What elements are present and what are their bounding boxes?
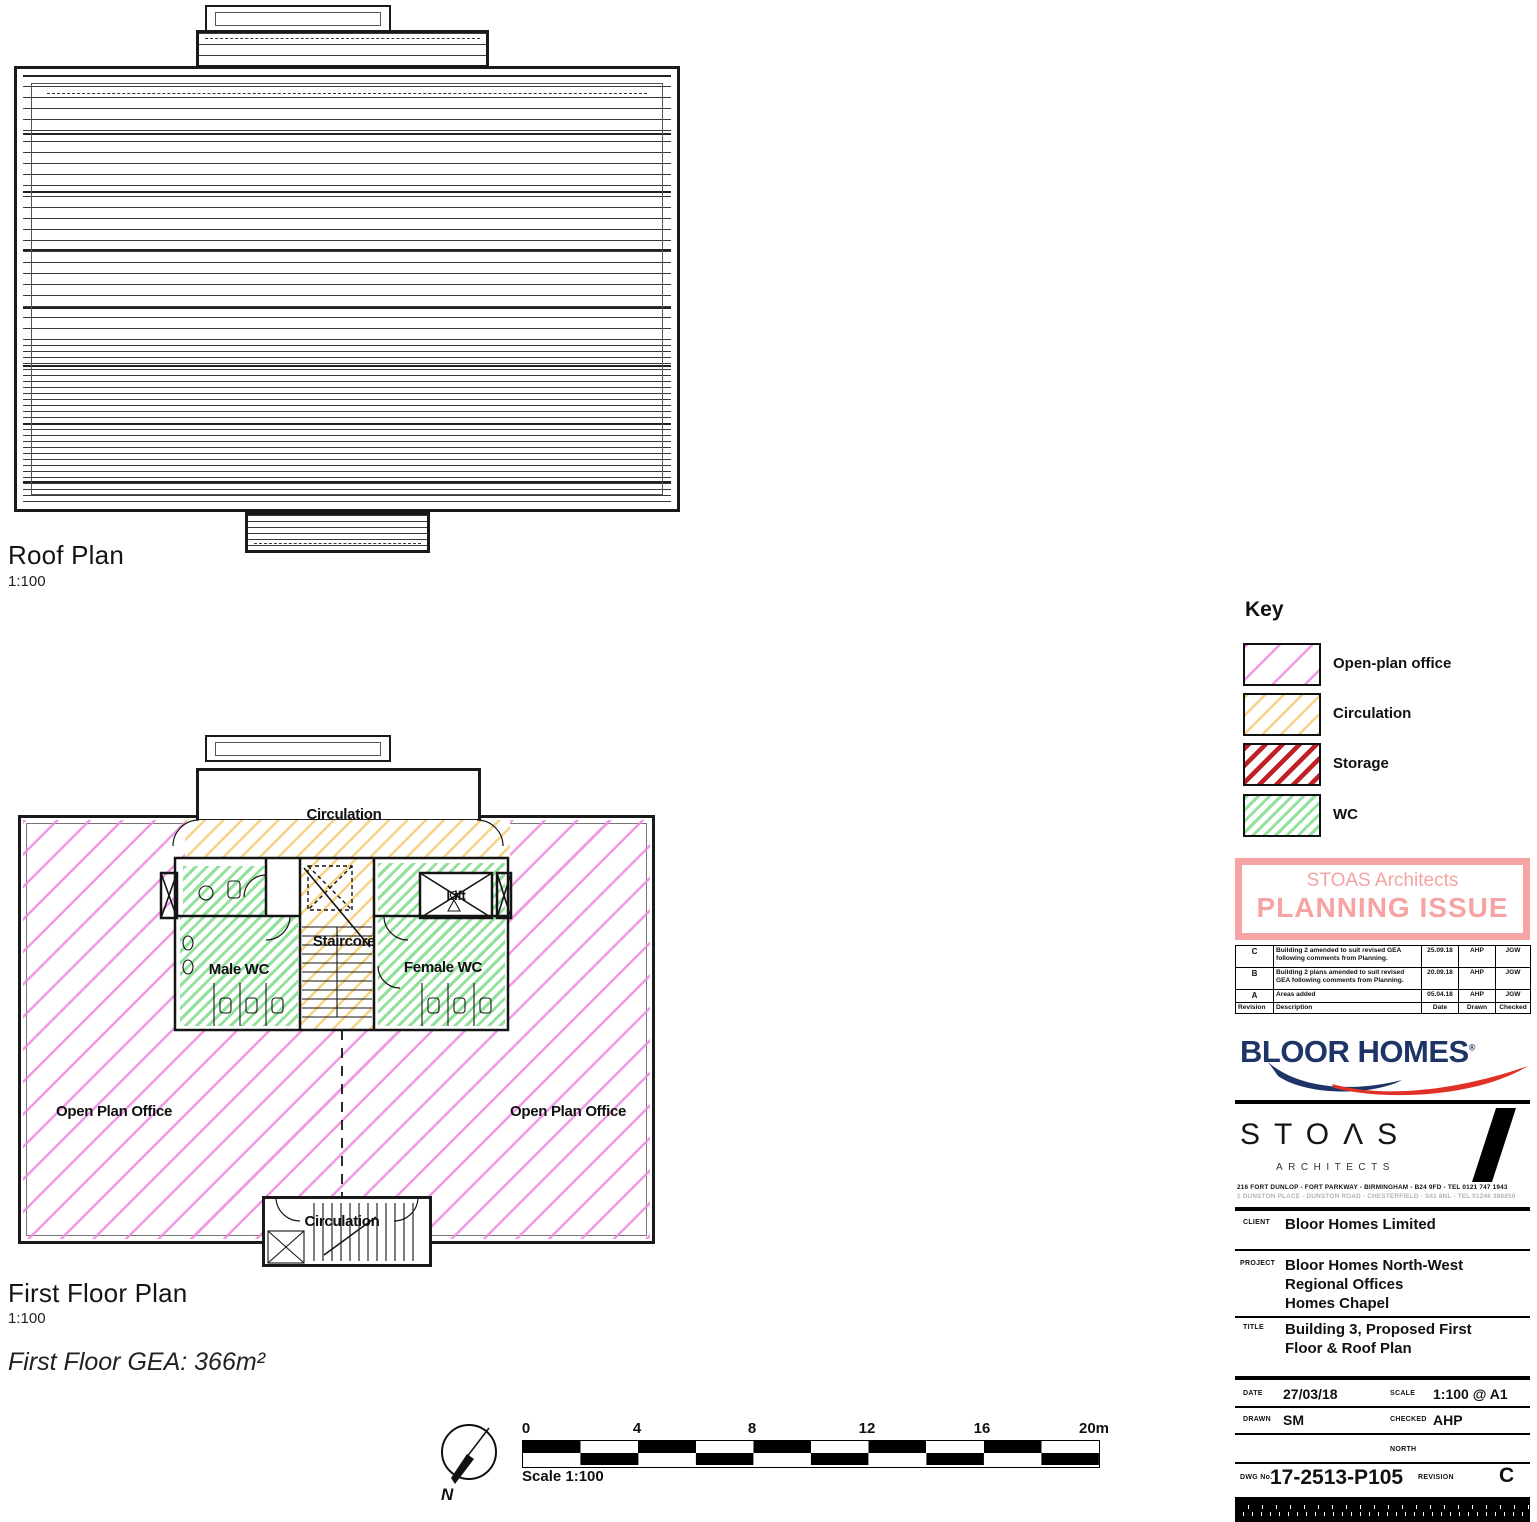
roof-tiling-heavy-lines xyxy=(23,75,671,503)
checked-label: CHECKED xyxy=(1390,1416,1427,1423)
revision-table: C Building 2 amended to suit revised GEA… xyxy=(1235,945,1531,1015)
fine-print-strip xyxy=(1235,1497,1530,1522)
divider xyxy=(1235,1249,1530,1251)
client-value: Bloor Homes Limited xyxy=(1285,1216,1436,1233)
roof-chimney-outline xyxy=(205,5,391,32)
registered-mark: ® xyxy=(1468,1042,1476,1053)
scale-tick: 20m xyxy=(1078,1420,1110,1437)
bloor-homes-wordmark: BLOOR HOMES xyxy=(1240,1034,1469,1069)
label-lift: Lift xyxy=(446,888,466,903)
stoas-slash xyxy=(1471,1108,1517,1182)
project-line-1: Bloor Homes North-West xyxy=(1285,1257,1464,1274)
revision-row: B Building 2 plans amended to suit revis… xyxy=(1235,967,1531,990)
scale-tick: 12 xyxy=(858,1420,876,1437)
label-circulation-bottom: Circulation xyxy=(304,1213,380,1230)
dwg-label: DWG No. xyxy=(1240,1474,1273,1481)
revision-value: C xyxy=(1499,1464,1515,1487)
bloor-homes-swoosh xyxy=(1268,1062,1528,1096)
first-floor-gea-note: First Floor GEA: 366m² xyxy=(8,1348,265,1376)
client-label: CLIENT xyxy=(1243,1219,1271,1226)
roof-dashed-gutter xyxy=(47,93,647,94)
divider xyxy=(1235,1462,1530,1464)
roof-plan-scale: 1:100 xyxy=(8,573,46,590)
title-line-1: Building 3, Proposed First xyxy=(1285,1321,1472,1338)
ffp-bottom-protrusion xyxy=(262,1196,432,1267)
circulation-top-hatch xyxy=(185,820,510,863)
address-line-1: 216 FORT DUNLOP - FORT PARKWAY - BIRMING… xyxy=(1237,1184,1508,1191)
scale-tick: 0 xyxy=(521,1420,531,1437)
bloor-homes-logo: BLOOR HOMES® xyxy=(1240,1034,1530,1098)
roof-bottom-protrusion xyxy=(245,512,430,553)
key-title: Key xyxy=(1245,598,1284,621)
roof-inner-edge xyxy=(31,83,663,495)
key-swatch-storage xyxy=(1243,743,1321,786)
stamp-line2: PLANNING ISSUE xyxy=(1256,892,1509,923)
divider xyxy=(1235,1433,1530,1435)
scale-tick: 16 xyxy=(973,1420,991,1437)
key-swatch-open-plan-office xyxy=(1243,643,1321,686)
label-male-wc: Male WC xyxy=(208,961,270,978)
roof-top-protrusion xyxy=(196,30,489,68)
stoas-wordmark: STOΛS xyxy=(1240,1118,1412,1151)
key-swatch-wc xyxy=(1243,794,1321,837)
title-label: TITLE xyxy=(1243,1324,1264,1331)
scale-tick: 4 xyxy=(632,1420,642,1437)
scale-bar-caption: Scale 1:100 xyxy=(522,1468,604,1485)
key-swatch-circulation xyxy=(1243,693,1321,736)
first-floor-plan-scale: 1:100 xyxy=(8,1310,46,1327)
north-label: NORTH xyxy=(1390,1446,1417,1453)
divider xyxy=(1235,1406,1530,1408)
first-floor-plan-drawing: Circulation Staircore Male WC Female WC … xyxy=(14,735,664,1275)
ffp-chimney-outline xyxy=(205,735,391,762)
label-female-wc: Female WC xyxy=(403,959,483,976)
revision-row: C Building 2 amended to suit revised GEA… xyxy=(1235,945,1531,968)
divider xyxy=(1235,1376,1530,1380)
scale-value: 1:100 @ A1 xyxy=(1433,1386,1508,1402)
checked-value: AHP xyxy=(1433,1412,1463,1428)
north-letter: N xyxy=(441,1485,454,1504)
key-label-storage: Storage xyxy=(1333,755,1389,772)
first-floor-plan-title: First Floor Plan xyxy=(8,1278,188,1308)
label-open-plan-office-left: Open Plan Office xyxy=(55,1103,173,1120)
divider xyxy=(1235,1100,1530,1104)
roof-main-body xyxy=(14,66,680,512)
scale-bar: 0 4 8 12 16 20m Scale 1:100 xyxy=(521,1420,1109,1485)
scale-tick: 8 xyxy=(747,1420,757,1437)
planning-issue-stamp: STOAS Architects PLANNING ISSUE xyxy=(1235,858,1530,940)
project-line-2: Regional Offices xyxy=(1285,1276,1404,1293)
scale-bar-checker xyxy=(522,1440,1100,1468)
revision-header-row: Revision Description Date Drawn Checked xyxy=(1235,1001,1531,1015)
scale-label: SCALE xyxy=(1390,1390,1416,1397)
label-circulation-top: Circulation xyxy=(306,806,382,823)
date-value: 27/03/18 xyxy=(1283,1386,1338,1402)
stamp-line1: STOAS Architects xyxy=(1306,870,1459,891)
roof-plan-title: Roof Plan xyxy=(8,540,124,570)
address-line-2: 1 DUNSTON PLACE - DUNSTON ROAD - CHESTER… xyxy=(1237,1193,1516,1200)
divider xyxy=(1235,1207,1530,1211)
accessible-wc-hatch xyxy=(183,866,266,916)
key-label-open-plan-office: Open-plan office xyxy=(1333,655,1452,672)
drawn-value: SM xyxy=(1283,1412,1304,1428)
label-open-plan-office-right: Open Plan Office xyxy=(509,1103,627,1120)
north-arrow xyxy=(441,1424,497,1484)
project-line-3: Homes Chapel xyxy=(1285,1295,1390,1312)
key-label-circulation: Circulation xyxy=(1333,705,1412,722)
drawn-label: DRAWN xyxy=(1243,1416,1271,1423)
key-label-wc: WC xyxy=(1333,806,1358,823)
revision-label: REVISION xyxy=(1418,1474,1454,1481)
divider xyxy=(1235,1316,1530,1318)
roof-plan-drawing xyxy=(14,5,680,555)
date-label: DATE xyxy=(1243,1390,1263,1397)
revision-row: A Areas added 05.04.18 AHP JGW xyxy=(1235,989,1531,1003)
stoas-architects: ARCHITECTS xyxy=(1276,1162,1395,1173)
title-line-2: Floor & Roof Plan xyxy=(1285,1340,1412,1357)
label-staircore: Staircore xyxy=(312,933,376,950)
dwg-number: 17-2513-P105 xyxy=(1270,1466,1404,1489)
project-label: PROJECT xyxy=(1240,1260,1276,1267)
